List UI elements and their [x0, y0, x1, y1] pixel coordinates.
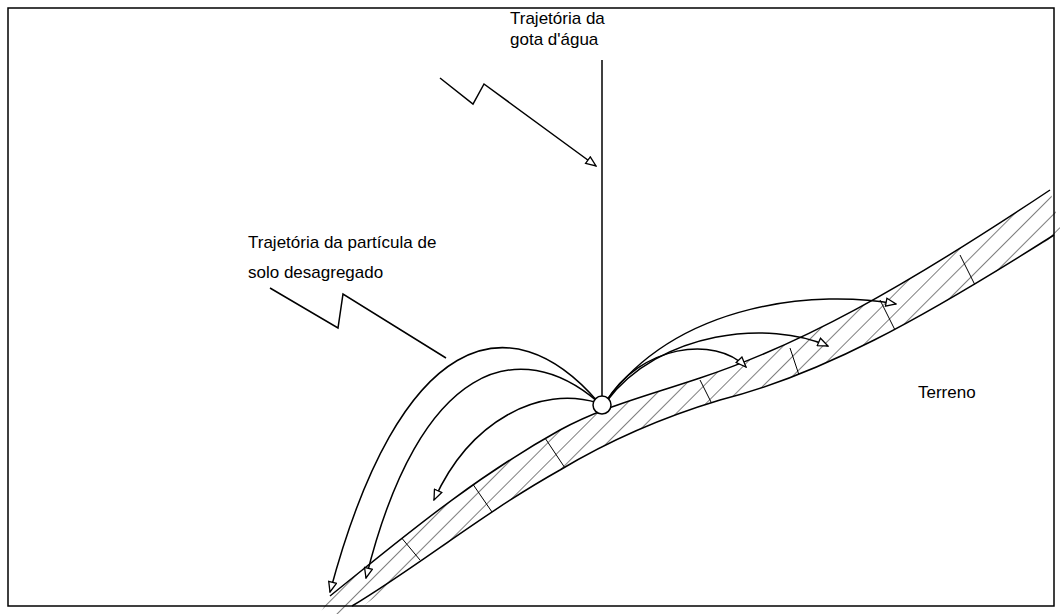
- particle-label: Trajetória da partícula de solo desagreg…: [248, 228, 453, 288]
- drop-label: Trajetória da gota d'água: [510, 8, 628, 50]
- terrain-band: [300, 150, 1061, 614]
- particle-trajectories: [330, 299, 896, 592]
- leader-line: [440, 78, 596, 166]
- drop-trajectory: [601, 60, 603, 396]
- leader-line: [270, 288, 446, 358]
- terrain-label: Terreno: [918, 382, 1028, 403]
- water-drop: [593, 396, 611, 414]
